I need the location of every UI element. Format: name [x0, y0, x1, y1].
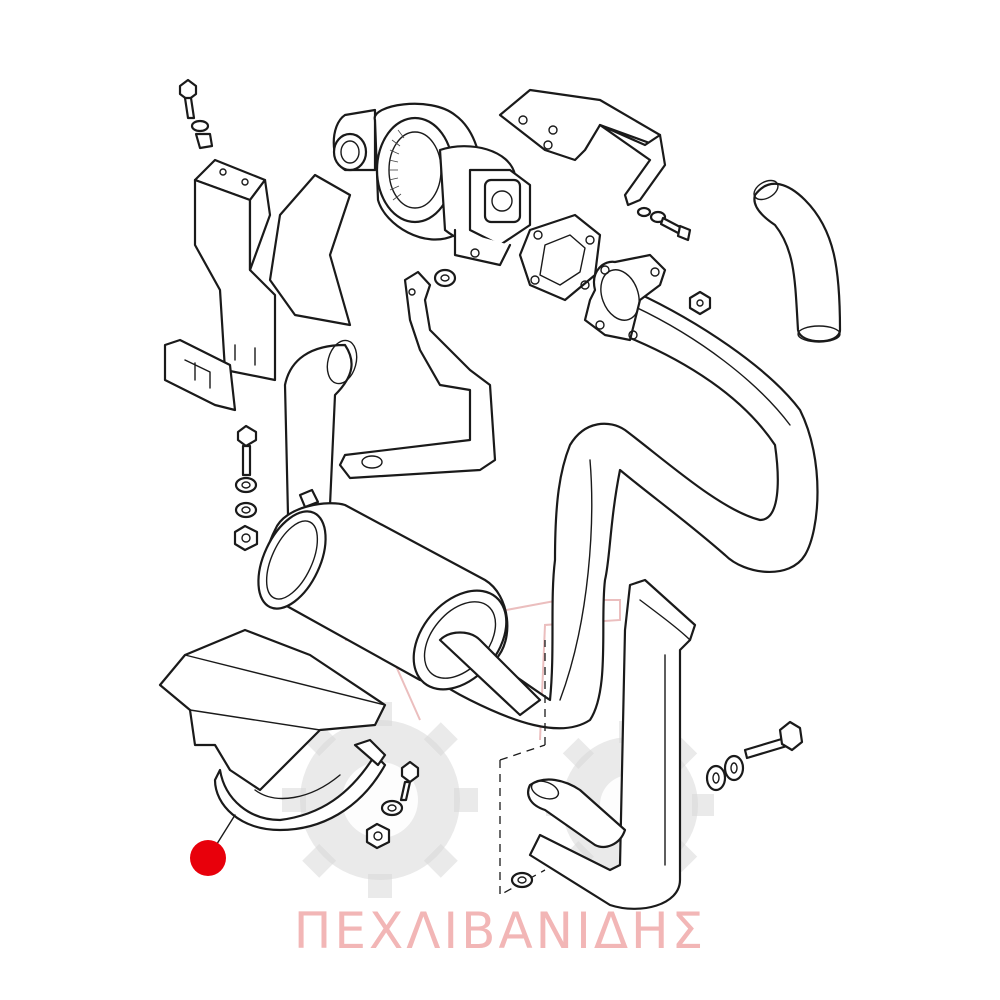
- muffler-bolt-stack: [233, 424, 259, 552]
- flange-gasket: [518, 213, 602, 302]
- clamp-plate: [163, 338, 237, 412]
- tailpipe-bolt-stack: [705, 720, 804, 792]
- upper-heat-shield: [498, 88, 667, 207]
- shield-fastener-stack: [365, 760, 420, 850]
- turbocharger: [332, 102, 532, 267]
- callout-marker: [190, 840, 226, 876]
- turbo-washer: [433, 268, 457, 288]
- lower-heat-shield: [158, 628, 387, 832]
- part-callout: [190, 814, 236, 876]
- pipe-nut: [688, 290, 712, 316]
- support-bracket: [338, 270, 497, 480]
- rubber-hose: [753, 179, 842, 343]
- watermark-text: ΠΕΧΛΙΒΑΝΙΔΗΣ: [293, 902, 707, 960]
- shield-bolt-stack: [178, 78, 214, 150]
- tailpipe-washer: [510, 871, 534, 889]
- shield-bolt: [636, 206, 692, 242]
- tailpipe: [527, 578, 697, 910]
- muffler: [257, 488, 542, 717]
- side-heat-shield: [193, 158, 352, 382]
- inlet-pipe: [283, 339, 358, 517]
